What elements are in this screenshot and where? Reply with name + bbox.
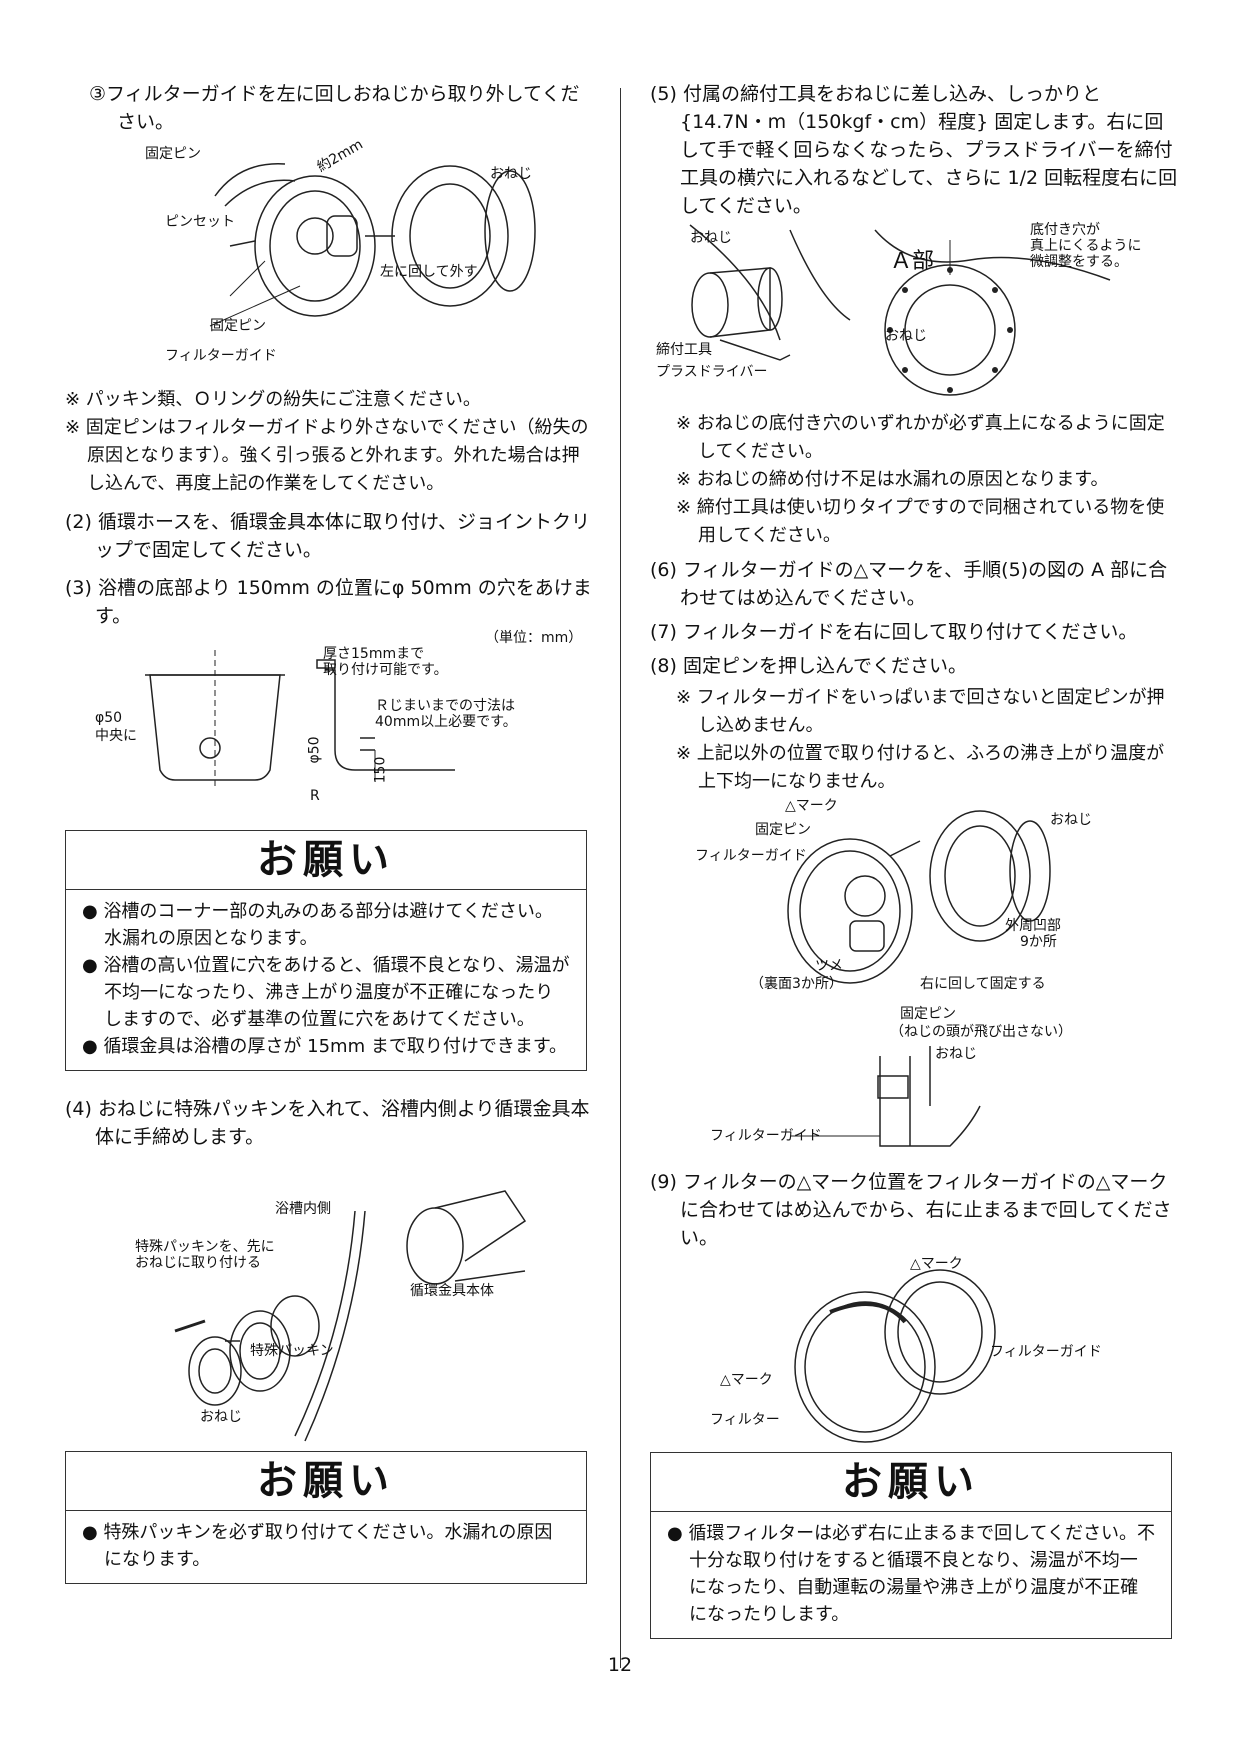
label-mark: △マーク: [785, 798, 838, 814]
label-outer-recess-b: 9か所: [1020, 934, 1057, 950]
filter-guide-install-drawing: [787, 810, 1051, 984]
step3-substep: ③フィルターガイドを左に回しおねじから取り外してください。: [89, 83, 580, 133]
label-hole-note-a: 底付き穴が: [1030, 222, 1100, 238]
figure-tightening-tool: おねじ Ａ部 底付き穴が 真上にくるように 微調整をする。 おねじ 締付工具 プ…: [650, 220, 1180, 410]
label-r-note-a: Ｒじまいまでの寸法は: [375, 698, 515, 714]
label-outer-recess-a: 外周凹部: [1005, 918, 1061, 934]
notice-box-1: お願い ● 浴槽のコーナー部の丸みのある部分は避けてください。水漏れの原因となり…: [65, 830, 587, 1071]
label-fitting-body: 循環金具本体: [410, 1283, 494, 1299]
label-mark-left: △マーク: [720, 1372, 773, 1388]
label-filter-guide-fig7: フィルターガイド: [990, 1344, 1102, 1360]
label-filter-guide: フィルターガイド: [165, 348, 277, 364]
note-fixed-pin: ※ 固定ピンはフィルターガイドより外さないでください（紛失の原因となります）。強…: [65, 417, 589, 494]
label-special-packing: 特殊パッキン: [250, 1343, 334, 1359]
packing-install-drawing: [174, 1190, 527, 1442]
label-fixed-pin-fig5: 固定ピン: [755, 822, 811, 838]
note-step5-2: ※ おねじの締め付け不足は水漏れの原因となります。: [676, 469, 1109, 490]
column-divider: [620, 88, 621, 1668]
step-7: (7) フィルターガイドを右に回して取り付けてください。: [650, 621, 1138, 643]
label-filter-guide-fig6: フィルターガイド: [710, 1128, 822, 1144]
filter-install-drawing: [794, 1269, 996, 1443]
label-mark-top: △マーク: [910, 1256, 963, 1272]
hole-position-drawing: [145, 650, 455, 790]
label-male-screw-fig3: おねじ: [200, 1409, 242, 1425]
notice-item: ● 浴槽の高い位置に穴をあけると、循環不良となり、湯温が不均一になったり、沸き上…: [82, 955, 570, 1030]
label-thickness-b: 取り付け可能です。: [323, 662, 448, 678]
notice-title: お願い: [66, 1452, 586, 1511]
note-step5-3: ※ 締付工具は使い切りタイプですので同梱されている物を使用してください。: [676, 497, 1165, 546]
label-back-3: （裏面3か所）: [750, 976, 843, 992]
notice-item: ● 循環金具は浴槽の厚さが 15mm まで取り付けできます。: [82, 1036, 568, 1057]
label-filter-guide-fig5: フィルターガイド: [695, 848, 807, 864]
label-filter: フィルター: [710, 1412, 780, 1428]
label-male-screw-fig4: おねじ: [690, 230, 732, 246]
label-packing-note-a: 特殊パッキンを、先に: [135, 1239, 275, 1255]
label-male-screw-fig4-b: おねじ: [885, 328, 927, 344]
tightening-tool-drawing: [689, 224, 1111, 396]
step-9: (9) フィルターの△マーク位置をフィルターガイドの△マークに合わせてはめ込んで…: [650, 1171, 1172, 1249]
step-3: (3) 浴槽の底部より 150mm の位置にφ 50mm の穴をあけます。: [65, 577, 592, 627]
label-phi50: φ50: [95, 710, 123, 726]
notice-title: お願い: [651, 1453, 1171, 1512]
label-center: 中央に: [95, 728, 137, 744]
label-r: R: [310, 788, 320, 804]
label-turn-left: 左に回して外す: [380, 264, 478, 280]
note-step8-1: ※ フィルターガイドをいっぱいまで回さないと固定ピンが押し込めません。: [676, 687, 1165, 736]
label-thickness-a: 厚さ15mmまで: [323, 646, 425, 662]
label-a-part: Ａ部: [890, 249, 935, 274]
figure-filter-guide-removal: 固定ピン 約2mm おねじ ピンセット 左に回して外す 固定ピン フィルターガイ…: [65, 136, 595, 386]
label-unit: （単位：mm）: [485, 630, 583, 646]
figure-fixed-pin-section: 固定ピン （ねじの頭が飛び出さない） おねじ フィルターガイド: [650, 1006, 1180, 1156]
notice-item: ● 浴槽のコーナー部の丸みのある部分は避けてください。水漏れの原因となります。: [82, 901, 553, 949]
step-8: (8) 固定ピンを押し込んでください。: [650, 655, 968, 677]
label-r-note-b: 40mm以上必要です。: [375, 714, 517, 730]
figure-filter-install: △マーク フィルターガイド △マーク フィルター: [650, 1252, 1180, 1452]
label-tweezers: ピンセット: [165, 214, 235, 230]
step-2: (2) 循環ホースを、循環金具本体に取り付け、ジョイントクリップで固定してくださ…: [65, 511, 591, 561]
filter-guide-removal-drawing: [209, 163, 536, 327]
label-pin-note: （ねじの頭が飛び出さない）: [890, 1024, 1072, 1040]
note-step5-1: ※ おねじの底付き穴のいずれかが必ず真上になるように固定してください。: [676, 413, 1165, 462]
label-tool: 締付工具: [656, 342, 712, 358]
notice-box-2: お願い ● 特殊パッキンを必ず取り付けてください。水漏れの原因になります。: [65, 1451, 587, 1584]
label-fixed-pin-top: 固定ピン: [145, 146, 201, 162]
note-packing: ※ パッキン類、Ｏリングの紛失にご注意ください。: [65, 389, 481, 410]
step-4: (4) おねじに特殊パッキンを入れて、浴槽内側より循環金具本体に手締めします。: [65, 1098, 590, 1148]
figure-filter-guide-install: △マーク 固定ピン フィルターガイド おねじ 外周凹部 9か所 ツメ （裏面3か…: [650, 796, 1180, 1006]
label-hole-note-b: 真上にくるように: [1030, 238, 1142, 254]
label-tub-inside: 浴槽内側: [275, 1201, 331, 1217]
notice-box-3: お願い ● 循環フィルターは必ず右に止まるまで回してください。不十分な取り付けを…: [650, 1452, 1172, 1639]
label-phi50-vertical: φ50: [306, 736, 323, 764]
fixed-pin-section-drawing: [790, 1046, 981, 1147]
label-male-screw: おねじ: [490, 166, 532, 182]
left-column: ③フィルターガイドを左に回しおねじから取り外してください。 固定ピン 約2mm …: [65, 80, 595, 1584]
step-5: (5) 付属の締付工具をおねじに差し込み、しっかりと {14.7N・m（150k…: [650, 83, 1178, 217]
label-male-screw-fig6: おねじ: [935, 1046, 977, 1062]
step-6: (6) フィルターガイドの△マークを、手順(5)の図の A 部に合わせてはめ込ん…: [650, 559, 1168, 609]
label-150: 150: [372, 756, 389, 784]
label-packing-note-b: おねじに取り付ける: [135, 1255, 261, 1271]
label-driver: プラスドライバー: [656, 364, 768, 380]
figure-hole-position: （単位：mm） 厚さ15mmまで 取り付け可能です。 φ50 中央に Ｒじまいま…: [65, 630, 595, 830]
figure-packing-install: 浴槽内側 特殊パッキンを、先に おねじに取り付ける 循環金具本体 特殊パッキン …: [65, 1151, 595, 1451]
label-hole-note-c: 微調整をする。: [1030, 254, 1128, 270]
page-number: 12: [607, 1654, 633, 1676]
label-claw: ツメ: [815, 958, 843, 974]
notice-title: お願い: [66, 831, 586, 890]
notice-item: ● 循環フィルターは必ず右に止まるまで回してください。不十分な取り付けをすると循…: [667, 1523, 1155, 1625]
label-turn-right: 右に回して固定する: [920, 976, 1046, 992]
label-male-screw-fig5: おねじ: [1050, 812, 1092, 828]
note-step8-2: ※ 上記以外の位置で取り付けると、ふろの沸き上がり温度が上下均一になりません。: [676, 743, 1165, 792]
label-fixed-pin-fig6: 固定ピン: [900, 1006, 956, 1022]
notice-item: ● 特殊パッキンを必ず取り付けてください。水漏れの原因になります。: [82, 1522, 553, 1570]
right-column: (5) 付属の締付工具をおねじに差し込み、しっかりと {14.7N・m（150k…: [650, 80, 1180, 1639]
label-fixed-pin-bottom: 固定ピン: [210, 318, 266, 334]
